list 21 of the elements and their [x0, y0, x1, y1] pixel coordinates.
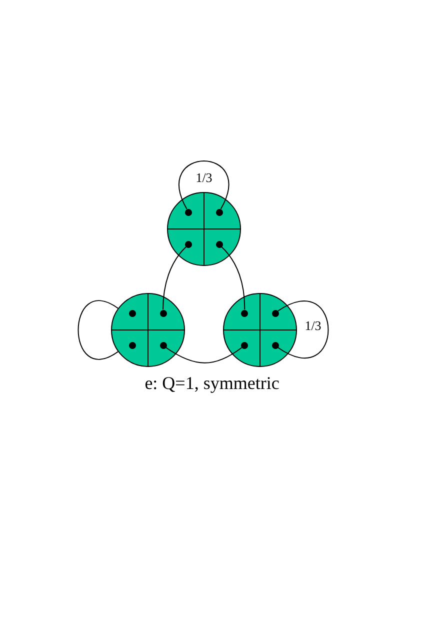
dot [241, 310, 248, 316]
dot [185, 208, 192, 216]
dot [160, 310, 166, 316]
connector-line [162, 246, 186, 310]
dot [129, 310, 136, 316]
dot [129, 342, 136, 349]
edge-label: 1/3 [196, 171, 212, 185]
connector-line [165, 347, 242, 364]
dot [216, 241, 222, 248]
dot [216, 208, 222, 216]
edge-label: 1/3 [304, 319, 322, 333]
dot [241, 342, 248, 349]
dot [272, 310, 278, 316]
connector-line [178, 160, 230, 210]
dot [160, 342, 166, 349]
dot [272, 342, 278, 349]
connector-line [277, 300, 329, 359]
loop-line [78, 300, 118, 360]
connector-line [221, 246, 246, 310]
dot [185, 241, 192, 248]
caption: e: Q=1, symmetric [144, 373, 280, 393]
